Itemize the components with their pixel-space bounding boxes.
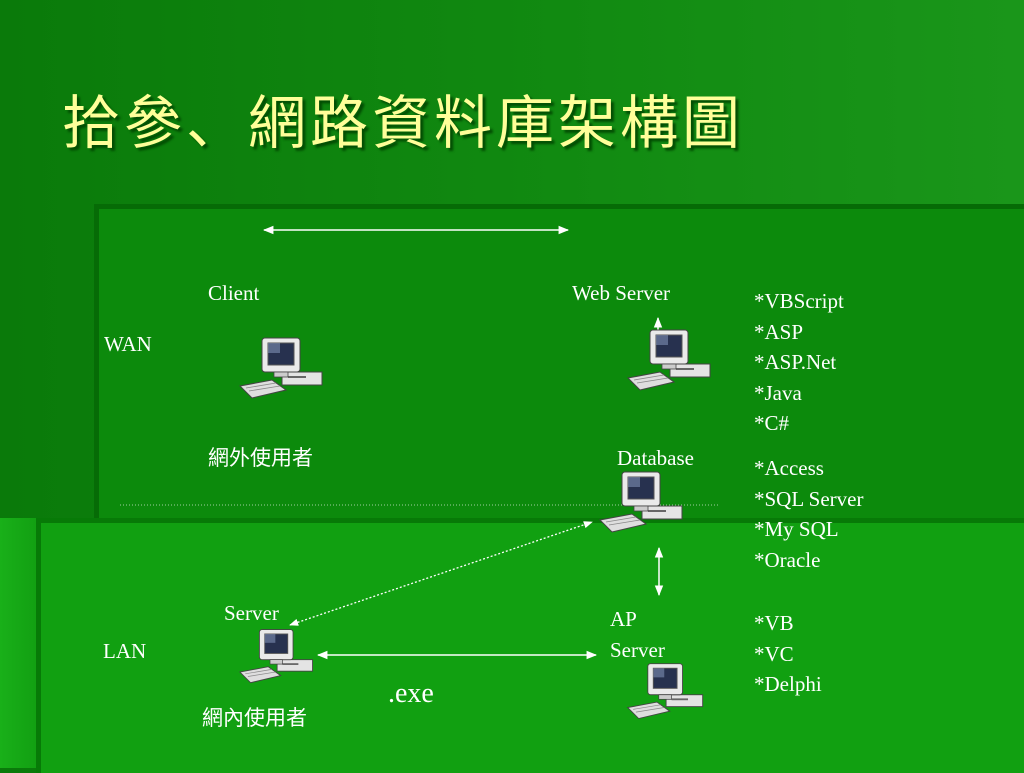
- web-tech-list: *VBScript *ASP *ASP.Net *Java *C#: [754, 286, 844, 439]
- web-server-label: Web Server: [572, 281, 671, 305]
- ap-server-label-line1: AP: [610, 607, 637, 631]
- lan-label: LAN: [103, 639, 147, 663]
- client-computer-icon: [238, 337, 323, 399]
- tech-item: *Access: [754, 456, 824, 480]
- ap-server-label-line2: Server: [610, 638, 665, 662]
- server-db-dotted-arrow: [289, 521, 593, 626]
- tech-item: *Delphi: [754, 672, 822, 696]
- client-label: Client: [208, 281, 260, 305]
- tech-item: *ASP: [754, 319, 804, 344]
- tech-item: *Java: [754, 380, 802, 405]
- tech-item: *My SQL: [754, 517, 839, 541]
- tech-item: *ASP.Net: [754, 350, 837, 374]
- server-label: Server: [224, 601, 279, 625]
- slide-title: 拾參、網路資料庫架構圖: [62, 91, 745, 156]
- tech-item: *SQL Server: [754, 486, 864, 511]
- database-label: Database: [617, 446, 694, 470]
- tech-item: *VB: [754, 611, 794, 635]
- exe-label: .exe: [388, 678, 434, 709]
- tech-item: *VBScript: [754, 289, 844, 313]
- internal-users-caption: 網內使用者: [202, 706, 307, 730]
- lan-edge-band: [0, 518, 36, 768]
- db-tech-list: *Access *SQL Server *My SQL *Oracle: [754, 453, 863, 575]
- ap-tech-list: *VB *VC *Delphi: [754, 608, 822, 700]
- web-server-computer-icon: [626, 329, 711, 391]
- wan-label: WAN: [104, 332, 152, 356]
- tech-item: *Oracle: [754, 547, 821, 572]
- tech-item: *VC: [754, 641, 794, 666]
- database-computer-icon: [598, 471, 683, 533]
- wan-zone-panel: [94, 204, 1024, 525]
- tech-item: *C#: [754, 411, 790, 435]
- ap-server-computer-icon: [626, 663, 704, 720]
- external-users-caption: 網外使用者: [208, 446, 313, 470]
- server-computer-icon: [239, 629, 313, 684]
